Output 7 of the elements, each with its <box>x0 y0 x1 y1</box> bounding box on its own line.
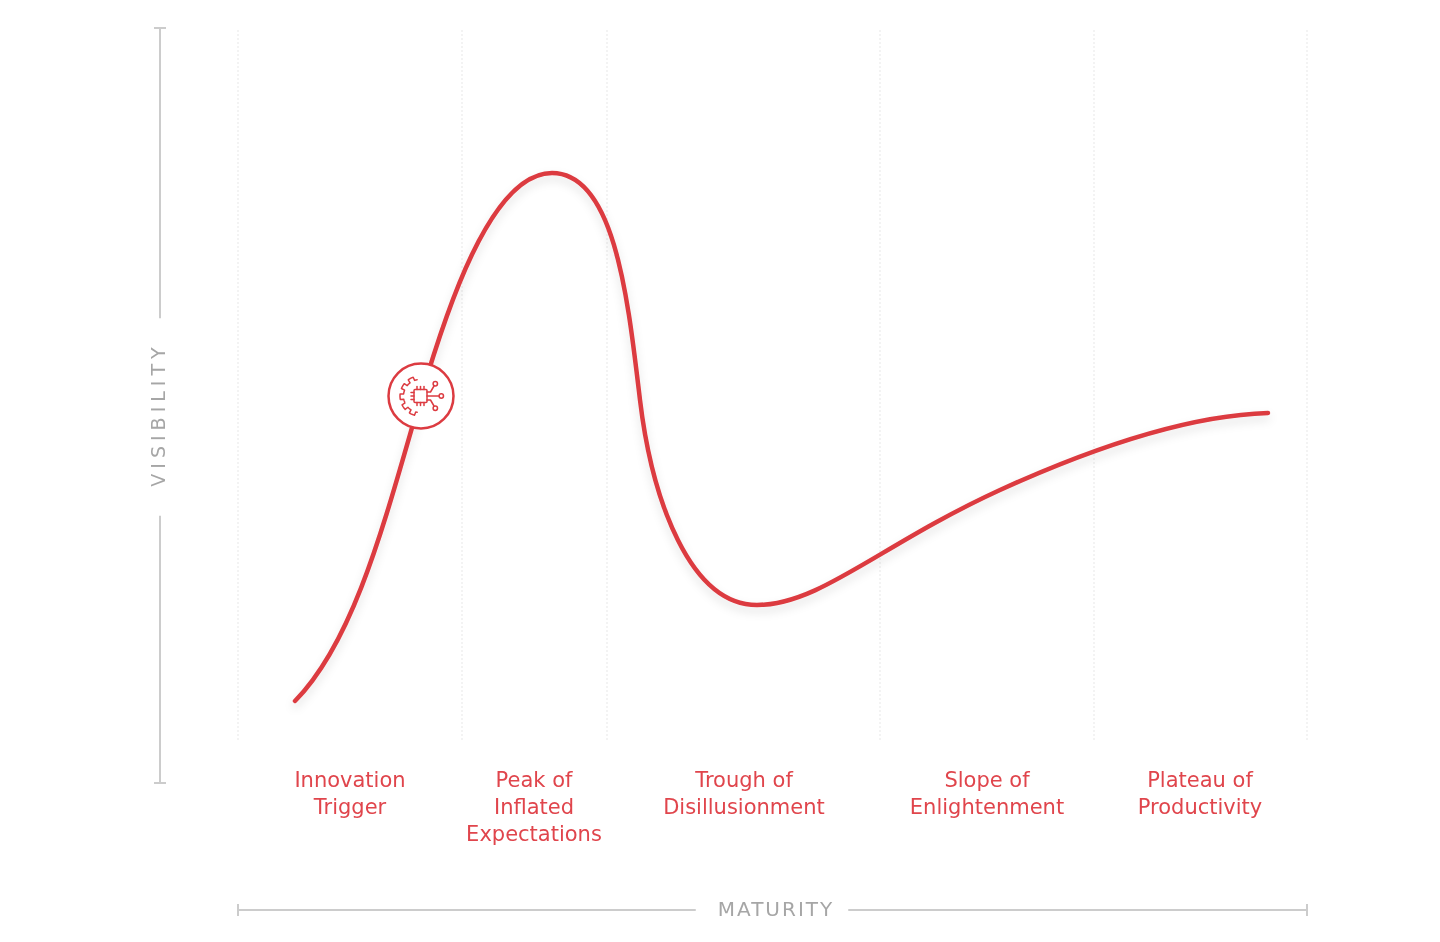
phase-label: Innovation Trigger <box>293 767 407 821</box>
axis-title: MATURITY <box>716 897 835 921</box>
axis-title: VISIBILITY <box>148 342 170 489</box>
phase-label: Slope of Enlightenment <box>908 767 1066 821</box>
phase-label: Plateau of Productivity <box>1136 767 1264 821</box>
phase-label: Peak of Inflated Expectations <box>465 767 603 848</box>
phase-label: Trough of Disillusionment <box>662 767 826 821</box>
